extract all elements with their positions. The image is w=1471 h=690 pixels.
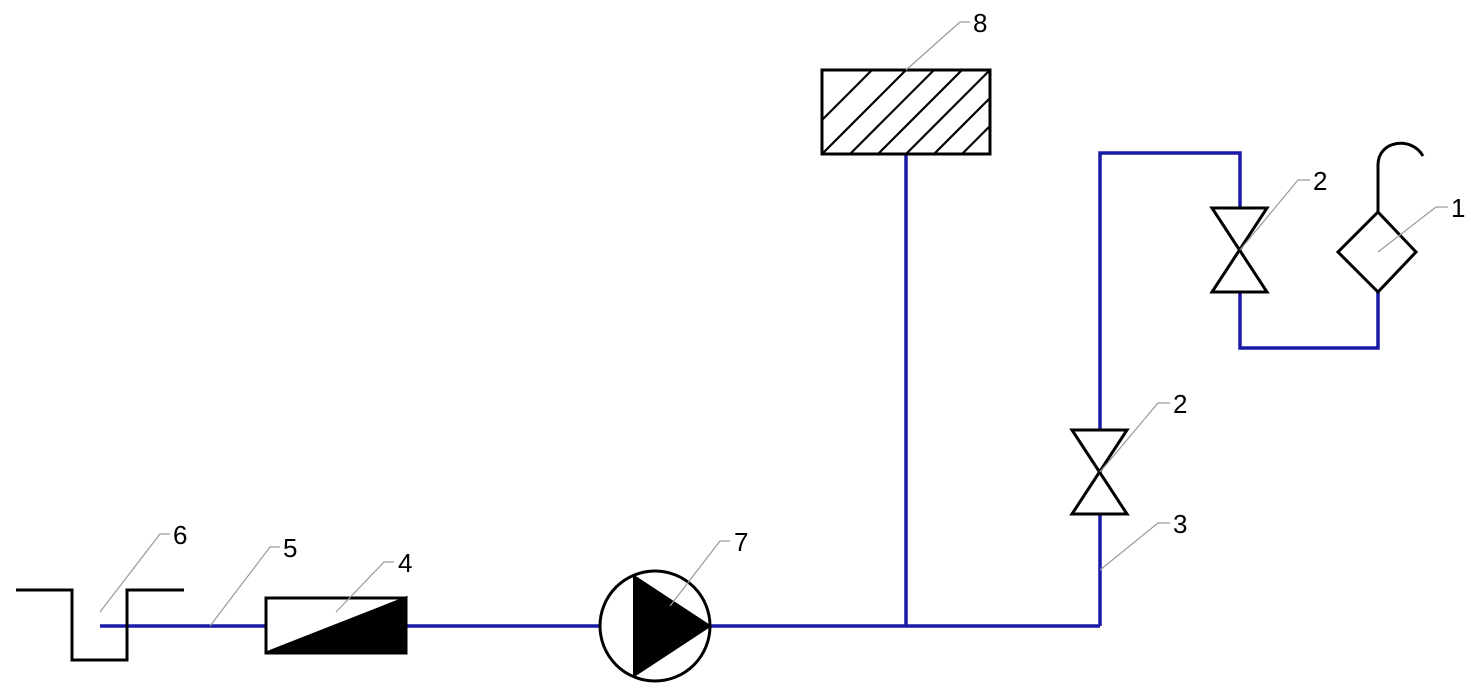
callout-suction-pipe: 5: [283, 533, 297, 563]
valve-upper-symbol: [1209, 206, 1270, 294]
leader-filter: [1377, 206, 1448, 253]
leader-valve-lower: [1099, 402, 1170, 473]
sump-symbol: [16, 588, 184, 662]
callout-valve-lower: 2: [1173, 389, 1187, 419]
leader-tank: [905, 21, 970, 71]
leader-pump: [669, 540, 730, 607]
callout-tank: 8: [973, 8, 987, 38]
pump-symbol: [598, 569, 712, 683]
leader-suction-pipe: [209, 546, 280, 627]
callout-sump: 6: [173, 520, 187, 550]
nonreturn-device: [264, 595, 408, 655]
valve-lower-symbol: [1069, 428, 1130, 516]
leader-nonreturn: [335, 561, 394, 613]
callout-valve-upper: 2: [1313, 166, 1327, 196]
tank-symbol: [820, 68, 992, 156]
leader-lines: [99, 21, 1448, 627]
leader-sump: [99, 533, 170, 613]
callout-filter: 1: [1451, 193, 1465, 223]
filter-symbol: [1335, 141, 1425, 295]
leader-valve-upper: [1239, 179, 1310, 251]
leader-riser-pipe: [1099, 522, 1170, 571]
callouts: 8 2 1 2 3 4 5 6 7: [173, 8, 1465, 578]
callout-nonreturn: 4: [398, 548, 412, 578]
callout-pump: 7: [734, 527, 748, 557]
callout-riser-pipe: 3: [1173, 509, 1187, 539]
